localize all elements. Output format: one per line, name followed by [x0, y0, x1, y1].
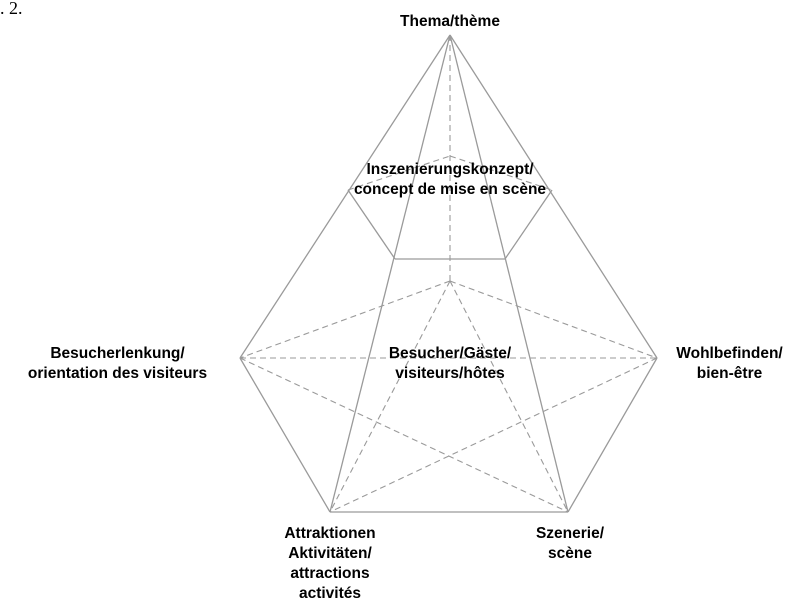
dash-hex-top-left [347, 155, 451, 191]
edge-apex-bottomleft [329, 34, 451, 513]
label-wellbeing-line2: bien-être [696, 365, 763, 382]
label-scenery-line2: scène [548, 545, 592, 562]
label-attractions: Attraktionen Aktivitäten/ attractions ac… [255, 524, 405, 604]
label-scenery: Szenerie/ scène [515, 524, 625, 564]
label-visitors: Besucher/Gäste/ visiteurs/hôtes [365, 344, 535, 384]
dash-right-bottomleft [329, 357, 658, 513]
figure-number: . 2. [0, 0, 23, 18]
edge-apex-bottomright [449, 34, 569, 513]
label-attractions-line1: Attraktionen [284, 525, 376, 542]
label-wellbeing-line1: Wohlbefinden/ [676, 345, 783, 362]
dash-center-bottomleft [329, 280, 451, 513]
hex-edge-left-upper [347, 189, 396, 260]
edge-right-bottomright [567, 357, 658, 513]
label-staging-line1: Inszenierungskonzept/ [366, 161, 534, 178]
dash-center-bottomright [449, 280, 569, 513]
label-staging-line2: concept de mise en scène [353, 181, 547, 198]
label-visitor-guidance: Besucherlenkung/ orientation des visiteu… [5, 344, 230, 384]
label-visitors-line2: visiteurs/hôtes [395, 365, 505, 382]
label-attractions-line4: activités [298, 585, 362, 602]
edge-left-bottomleft [239, 357, 331, 513]
label-attractions-line3: attractions [290, 565, 370, 582]
edge-apex-right [449, 34, 658, 359]
label-theme-text: Thema/thème [400, 13, 500, 30]
label-wellbeing: Wohlbefinden/ bien-être [662, 344, 797, 384]
label-scenery-line1: Szenerie/ [535, 525, 605, 542]
label-staging-concept: Inszenierungskonzept/ concept de mise en… [320, 160, 580, 200]
edge-apex-left [239, 34, 451, 359]
dash-center-left [239, 280, 451, 359]
dash-hex-top-right [449, 155, 553, 191]
label-visitors-line1: Besucher/Gäste/ [388, 345, 512, 362]
hex-edge-right-upper [504, 189, 553, 260]
dash-center-right [449, 280, 658, 359]
label-guidance-line1: Besucherlenkung/ [50, 345, 185, 362]
label-guidance-line2: orientation des visiteurs [27, 365, 208, 382]
label-theme: Thema/thème [360, 12, 540, 32]
label-attractions-line2: Aktivitäten/ [288, 545, 372, 562]
dash-left-bottomright [239, 357, 569, 513]
